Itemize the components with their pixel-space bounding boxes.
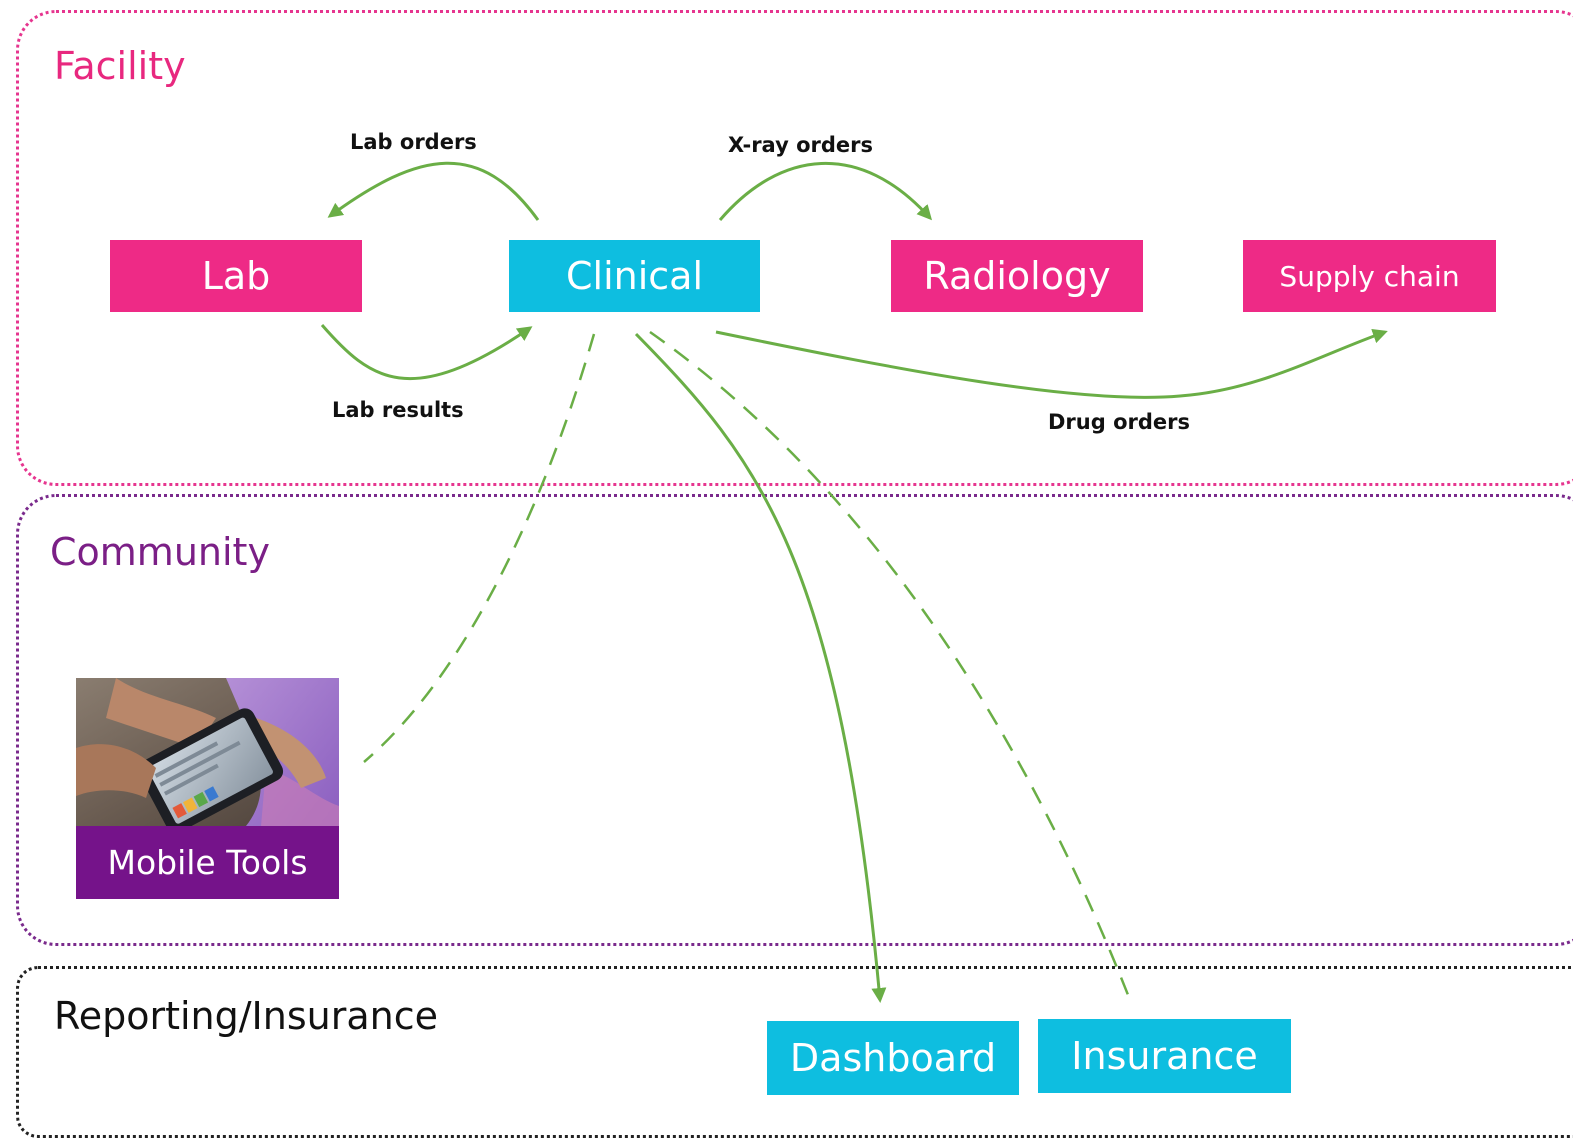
insurance-node: Insurance	[1038, 1019, 1291, 1093]
xray-orders-arrow	[718, 161, 933, 221]
facility-zone-title: Facility	[54, 44, 186, 88]
mobile-tools-tile: Mobile Tools	[76, 678, 339, 899]
lab-results-label: Lab results	[332, 398, 464, 422]
clinical-node: Clinical	[509, 240, 760, 312]
drug-orders-arrow	[715, 328, 1388, 399]
community-zone	[16, 494, 1573, 946]
supply-chain-node: Supply chain	[1243, 240, 1496, 312]
drug-orders-label: Drug orders	[1048, 410, 1190, 434]
clinical-to-mobile-dashed-link	[363, 333, 596, 763]
facility-zone	[16, 10, 1573, 486]
lab-results-arrow	[320, 324, 533, 380]
mobile-tools-label: Mobile Tools	[76, 826, 339, 899]
clinical-to-insurance-dashed-link	[649, 330, 1132, 1001]
radiology-node: Radiology	[891, 240, 1143, 312]
lab-node: Lab	[110, 240, 362, 312]
reporting-insurance-zone	[16, 966, 1573, 1138]
dashboard-node: Dashboard	[767, 1021, 1019, 1095]
reporting-zone-title: Reporting/Insurance	[54, 994, 438, 1038]
lab-orders-arrow	[327, 161, 540, 221]
mobile-phone-photo	[76, 678, 339, 826]
xray-orders-label: X-ray orders	[728, 133, 873, 157]
clinical-to-dashboard-arrow	[634, 332, 887, 1003]
community-zone-title: Community	[50, 530, 270, 574]
lab-orders-label: Lab orders	[350, 130, 477, 154]
